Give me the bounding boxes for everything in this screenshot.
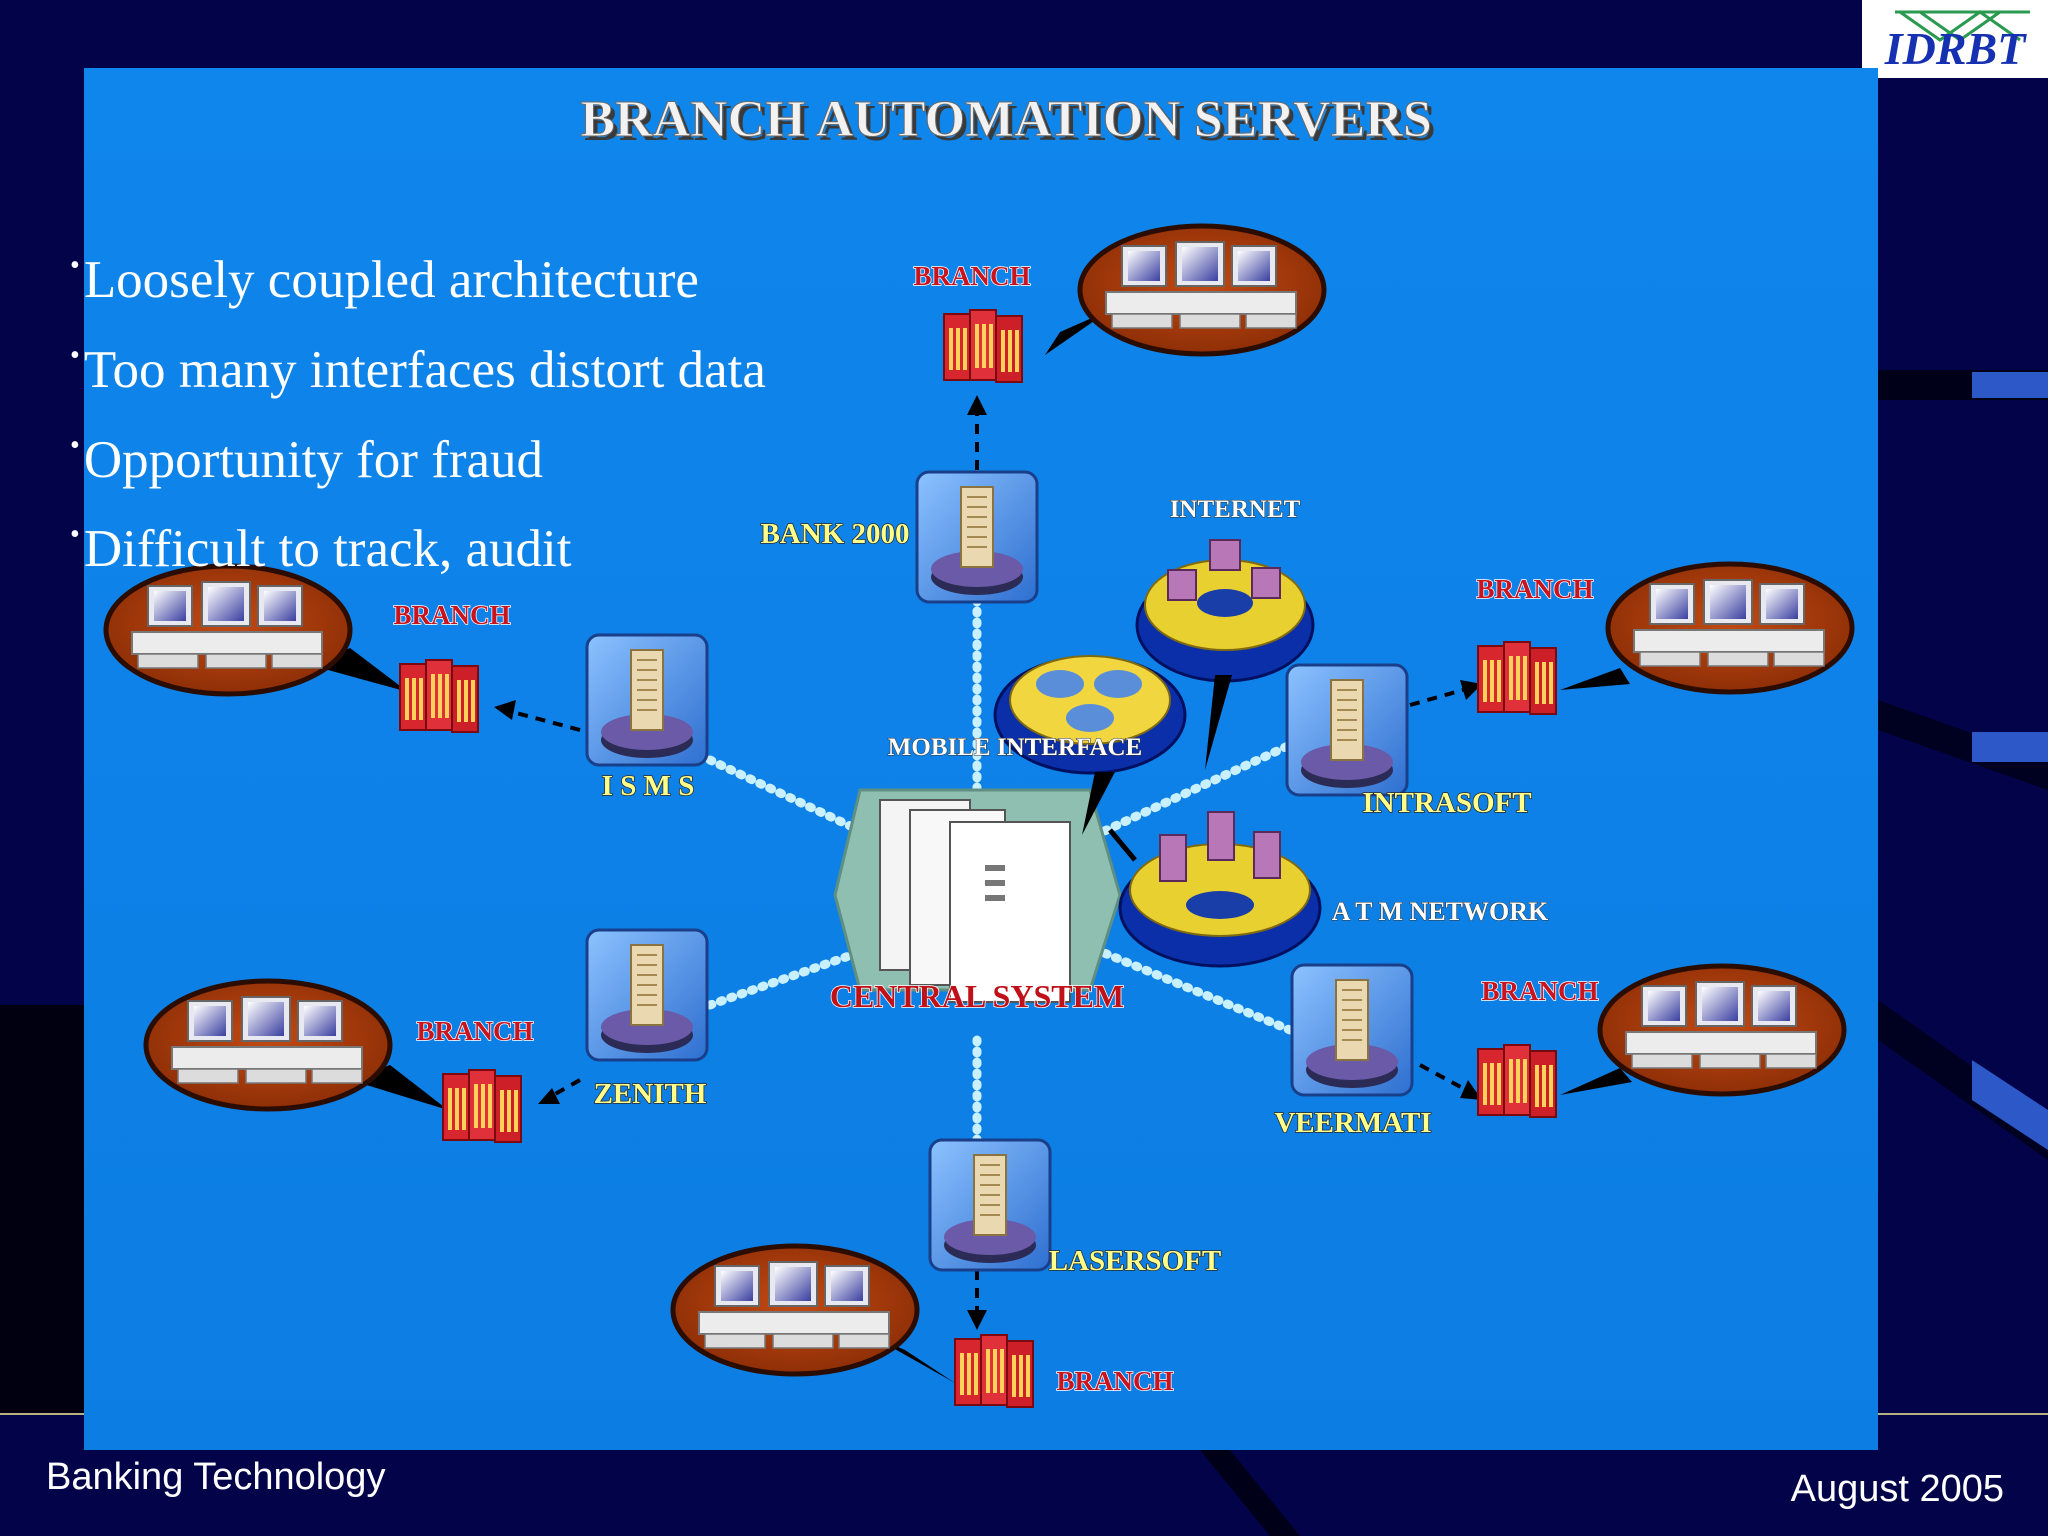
branch-label-top: BRANCH	[913, 261, 1030, 291]
pc-bubble-bottom	[673, 1246, 955, 1383]
bullet-item: •Loosely coupled architecture	[70, 250, 699, 309]
atm-network-hub	[1108, 811, 1322, 968]
pc-bubble-left-lower	[146, 981, 448, 1110]
footer-right-text: August 2005	[1790, 1468, 2004, 1510]
pc-bubble-left-upper	[106, 566, 408, 694]
central-system	[833, 788, 1122, 1003]
internet-label: INTERNET	[1170, 496, 1301, 523]
bullet-item: •Difficult to track, audit	[70, 519, 572, 579]
intrasoft-server-icon	[1285, 663, 1409, 797]
footer-left-text: Banking Technology	[46, 1456, 386, 1498]
central-system-label: CENTRAL SYSTEM	[830, 978, 1124, 1014]
decor-stripe-accent-2	[1972, 732, 2048, 762]
arrow-heads	[494, 395, 1482, 1330]
mobile-interface-hub	[993, 655, 1187, 835]
lasersoft-server-icon	[928, 1138, 1052, 1272]
branch-icon-left-upper	[399, 659, 479, 733]
bullet-text: Opportunity for fraud	[83, 430, 544, 489]
bullet-list: •Loosely coupled architecture •Too many …	[70, 228, 766, 587]
bullet-text: Loosely coupled architecture	[83, 250, 699, 309]
mobile-interface-label: MOBILE INTERFACE	[888, 734, 1142, 761]
branch-label-left-upper: BRANCH	[393, 600, 510, 630]
branch-icon-bottom	[954, 1334, 1034, 1408]
bank2000-server-icon	[915, 470, 1039, 604]
branch-icon-top	[943, 309, 1023, 383]
idrbt-logo: IDRBT	[1862, 0, 2048, 78]
intrasoft-label: INTRASOFT	[1362, 787, 1531, 819]
bullet-text: Difficult to track, audit	[83, 520, 572, 579]
connector-lines	[705, 595, 1295, 1145]
decor-diagonal-accent	[1972, 1060, 2048, 1150]
svg-text:IDRBT: IDRBT	[1884, 23, 2027, 74]
branch-icon-right-lower	[1477, 1044, 1557, 1118]
branch-label-bottom: BRANCH	[1056, 1366, 1173, 1396]
bullet-item: •Opportunity for fraud	[70, 429, 544, 489]
pc-bubble-right-upper	[1560, 564, 1852, 692]
slide-title-shadow: BRANCH AUTOMATION SERVERS	[584, 95, 1436, 152]
footer-decor	[1200, 1450, 1300, 1536]
pc-bubble-top	[1045, 226, 1324, 355]
lasersoft-label: LASERSOFT	[1049, 1245, 1221, 1277]
veermati-server-icon	[1290, 963, 1414, 1097]
decor-left-block	[0, 1005, 90, 1415]
pc-bubble-right-lower	[1560, 966, 1844, 1095]
bullet-text: Too many interfaces distort data	[83, 340, 766, 399]
atm-network-label: A T M NETWORK	[1332, 897, 1549, 926]
isms-label: I S M S	[602, 770, 695, 802]
zenith-server-icon	[585, 928, 709, 1062]
veermati-label: VEERMATI	[1274, 1107, 1431, 1139]
branch-label-right-lower: BRANCH	[1481, 976, 1598, 1006]
internet-hub	[1135, 539, 1315, 770]
branch-icon-left-lower	[442, 1069, 522, 1143]
bullet-item: •Too many interfaces distort data	[70, 339, 766, 399]
bank2000-label: BANK 2000	[760, 518, 909, 550]
slide-title: BRANCH AUTOMATION SERVERS	[580, 91, 1432, 148]
zenith-label: ZENITH	[594, 1078, 707, 1110]
decor-stripe-accent	[1972, 372, 2048, 398]
branch-icon-right-upper	[1477, 641, 1557, 715]
isms-server-icon	[585, 633, 709, 767]
branch-label-right-upper: BRANCH	[1476, 574, 1593, 604]
decor-diagonal	[1878, 700, 2048, 790]
branch-label-left-lower: BRANCH	[416, 1016, 533, 1046]
